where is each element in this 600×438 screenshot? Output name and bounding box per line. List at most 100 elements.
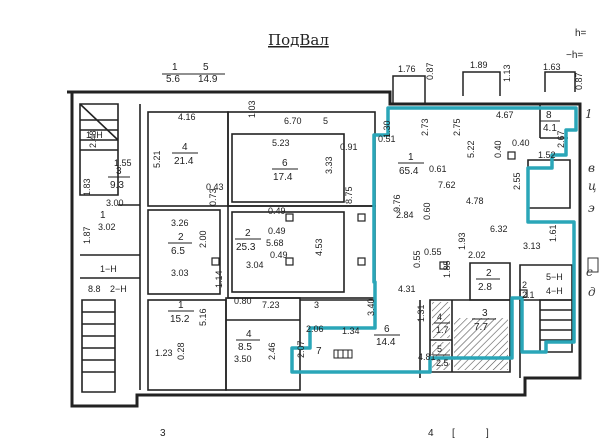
svg-text:2.48: 2.48	[88, 130, 98, 148]
dim-top-1: 1.76	[398, 64, 416, 74]
svg-text:4.67: 4.67	[496, 110, 514, 120]
svg-text:2−Н: 2−Н	[110, 284, 127, 294]
svg-text:2.02: 2.02	[468, 250, 486, 260]
svg-text:15.2: 15.2	[170, 314, 190, 325]
svg-text:3: 3	[116, 166, 122, 177]
svg-text:3.04: 3.04	[246, 260, 264, 270]
room-6-lower: 614.4	[374, 324, 400, 348]
svg-text:5.21: 5.21	[152, 150, 162, 168]
room-2-stair: 22.1	[522, 280, 535, 300]
svg-text:3: 3	[482, 308, 488, 319]
svg-text:0.49: 0.49	[268, 206, 286, 216]
svg-text:1.14: 1.14	[214, 270, 224, 288]
room-3-left: 39.3	[108, 166, 130, 191]
svg-text:1.61: 1.61	[548, 224, 558, 242]
svg-text:2.1: 2.1	[522, 290, 535, 300]
svg-text:8.5: 8.5	[238, 342, 252, 353]
radiator-symbol	[333, 349, 353, 359]
svg-text:0.28: 0.28	[176, 342, 186, 360]
svg-text:65.4: 65.4	[399, 166, 419, 177]
top-projections	[392, 71, 576, 104]
svg-text:6.5: 6.5	[171, 246, 185, 257]
svg-text:0.55: 0.55	[424, 247, 442, 257]
svg-text:5: 5	[203, 62, 209, 73]
svg-text:1.93: 1.93	[457, 232, 467, 250]
svg-text:2: 2	[245, 228, 251, 239]
room-labels: 165.4 421.4 617.4 225.3 39.3 26.5 115.2 …	[100, 110, 560, 368]
svg-text:д: д	[588, 285, 596, 299]
room-5-wc: 52.5	[434, 344, 450, 368]
svg-text:1.7: 1.7	[436, 325, 449, 335]
room-8: 84.1	[540, 110, 560, 134]
svg-text:2.73: 2.73	[420, 118, 430, 136]
svg-text:1.85: 1.85	[442, 260, 452, 278]
svg-text:2: 2	[178, 232, 184, 243]
header-h2: −h=	[566, 50, 583, 61]
svg-text:1.30: 1.30	[382, 120, 392, 138]
svg-text:4: 4	[437, 312, 442, 322]
svg-text:1.55: 1.55	[114, 158, 132, 168]
svg-text:3: 3	[160, 428, 166, 438]
svg-text:2.07: 2.07	[296, 340, 306, 358]
svg-text:4.16: 4.16	[178, 112, 196, 122]
outer-walls	[67, 90, 582, 408]
svg-text:3.00: 3.00	[106, 198, 124, 208]
room-4-upper: 421.4	[172, 142, 198, 167]
svg-text:3: 3	[314, 300, 319, 310]
svg-text:17.4: 17.4	[273, 172, 293, 183]
dim-top-2: 0.87	[425, 62, 435, 80]
hatched-areas	[432, 302, 508, 370]
room-1-left: 1	[100, 210, 106, 221]
svg-text:5.22: 5.22	[466, 140, 476, 158]
svg-text:4.53: 4.53	[314, 238, 324, 256]
room-3-wc: 37.7	[472, 308, 496, 333]
svg-text:э: э	[588, 201, 595, 215]
room-7: 7	[316, 346, 322, 357]
svg-text:2.67: 2.67	[556, 130, 566, 148]
svg-text:0.73: 0.73	[208, 188, 218, 206]
room-2-small: 22.8	[476, 268, 500, 293]
svg-text:[: [	[452, 428, 455, 438]
header-fraction: 1 5 5.6 14.9	[162, 62, 225, 85]
svg-text:2.84: 2.84	[396, 210, 414, 220]
margin-note-1: 1	[585, 107, 593, 121]
room-4-lower: 48.5	[236, 329, 260, 353]
svg-text:6: 6	[384, 324, 390, 335]
svg-text:5.68: 5.68	[266, 238, 284, 248]
svg-text:5: 5	[437, 344, 442, 354]
svg-text:0.60: 0.60	[422, 202, 432, 220]
svg-text:2.55: 2.55	[512, 172, 522, 190]
svg-text:1.34: 1.34	[342, 326, 360, 336]
svg-text:0.51: 0.51	[378, 134, 396, 144]
plan-title: ПодВал	[268, 31, 329, 49]
svg-text:в: в	[588, 161, 595, 175]
svg-text:4: 4	[428, 428, 434, 438]
svg-text:4.31: 4.31	[398, 284, 416, 294]
bottom-text: 3 4 [ ]	[160, 428, 489, 438]
svg-text:6.32: 6.32	[490, 224, 508, 234]
margin-notes: в ц э с д	[586, 161, 599, 299]
svg-text:1: 1	[178, 300, 184, 311]
svg-text:4.81: 4.81	[418, 352, 436, 362]
svg-text:0.80: 0.80	[234, 296, 252, 306]
svg-text:5.6: 5.6	[166, 74, 180, 85]
svg-text:3.50: 3.50	[234, 354, 252, 364]
svg-text:3.33: 3.33	[324, 156, 334, 174]
room-1-main: 165.4	[398, 152, 424, 177]
svg-text:5.16: 5.16	[198, 308, 208, 326]
dim-top-4: 1.13	[502, 64, 512, 82]
svg-text:14.4: 14.4	[376, 337, 396, 348]
room-4-wc: 41.7	[434, 312, 450, 335]
svg-text:2: 2	[486, 268, 492, 279]
svg-text:3.40: 3.40	[366, 298, 376, 316]
svg-text:8.75: 8.75	[344, 186, 354, 204]
svg-text:2.06: 2.06	[306, 324, 324, 334]
dim-top-6: 0.87	[574, 72, 584, 90]
room-6-upper: 617.4	[272, 158, 298, 183]
svg-text:9.3: 9.3	[110, 180, 124, 191]
dimension-labels: 4.16 1.03 6.70 5 5.21 5.23 3.33 0.91 0.4…	[82, 100, 566, 364]
columns	[211, 151, 528, 298]
svg-text:25.3: 25.3	[236, 242, 256, 253]
svg-text:2.8: 2.8	[478, 282, 492, 293]
